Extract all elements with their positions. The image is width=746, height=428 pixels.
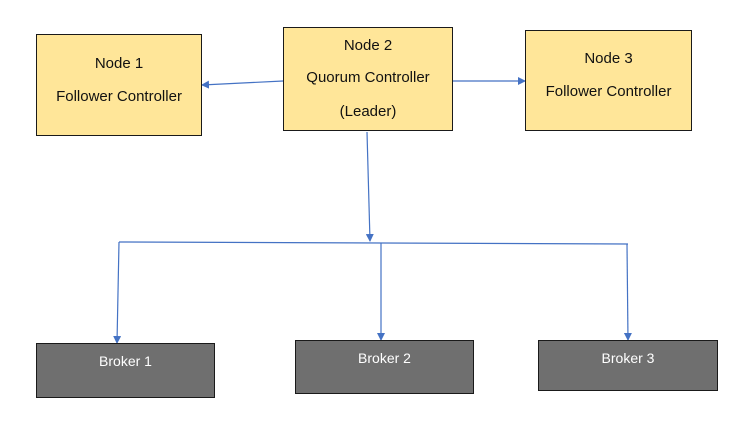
node2-quorum-controller-leader: Node 2 Quorum Controller (Leader) — [283, 27, 453, 131]
node3-role: Follower Controller — [545, 83, 672, 100]
arrow-bus-to-broker1 — [113, 241, 122, 344]
node1-title: Node 1 — [94, 55, 144, 72]
node1-role: Follower Controller — [56, 88, 182, 105]
broker-3-label: Broker 3 — [601, 350, 655, 366]
node2-leader-status: (Leader) — [339, 103, 397, 120]
node3-follower-controller: Node 3 Follower Controller — [525, 30, 692, 131]
broker-bus-line — [118, 241, 629, 245]
broker-2-label: Broker 2 — [358, 350, 411, 366]
node2-role: Quorum Controller — [306, 69, 430, 86]
broker-2: Broker 2 — [295, 340, 474, 394]
arrow-bus-to-broker3 — [623, 243, 632, 341]
node2-title: Node 2 — [343, 37, 393, 54]
broker-3: Broker 3 — [538, 340, 718, 391]
node1-follower-controller: Node 1 Follower Controller — [36, 34, 202, 136]
broker-1: Broker 1 — [36, 343, 215, 398]
node3-title: Node 3 — [584, 50, 633, 67]
arrow-leader-to-node1 — [201, 80, 284, 89]
arrow-leader-to-broker-bus — [365, 131, 374, 242]
broker-1-label: Broker 1 — [99, 353, 152, 369]
